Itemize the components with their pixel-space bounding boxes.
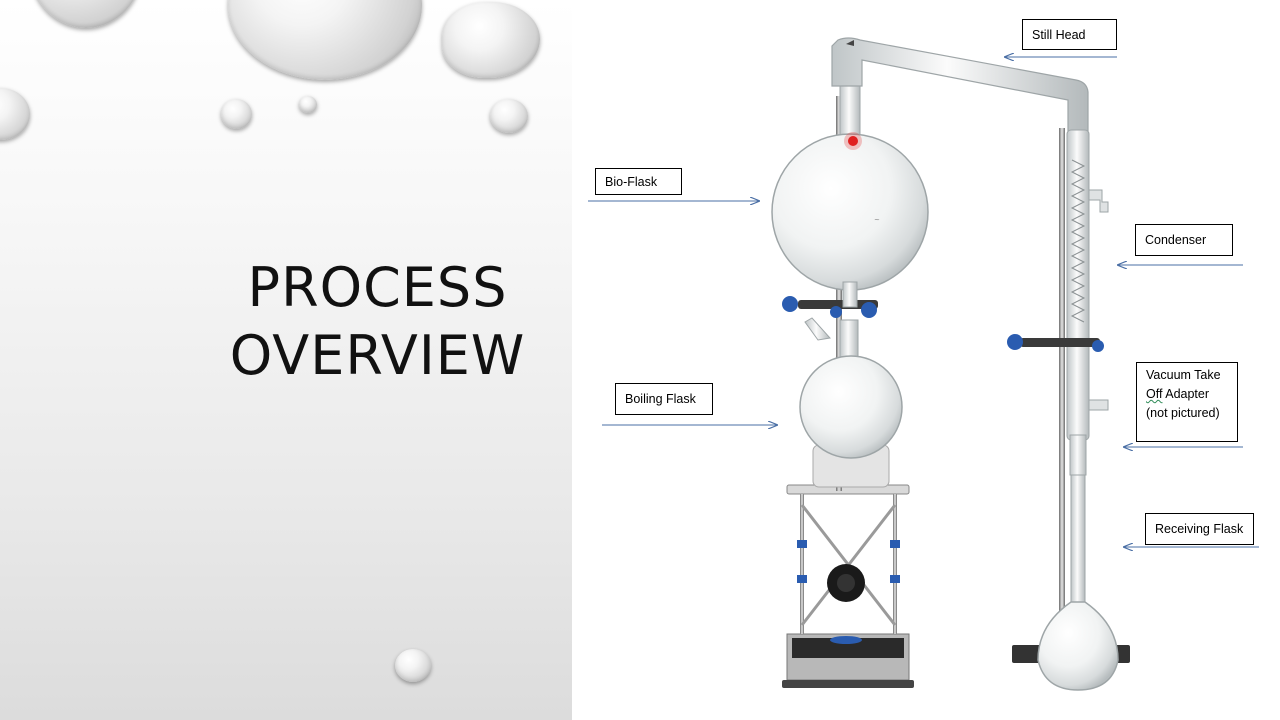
label-text: Still Head (1032, 28, 1086, 42)
svg-text:~: ~ (874, 216, 880, 224)
boiling-flask-label: Boiling Flask (615, 383, 713, 415)
indicator-dot (848, 136, 858, 146)
still-head (831, 37, 1089, 133)
right-support-rod (1059, 128, 1065, 648)
condenser (1066, 129, 1109, 476)
title-line: OVERVIEW (229, 324, 526, 388)
label-text: Vacuum Take (1146, 368, 1221, 382)
water-droplet (30, 0, 142, 28)
still-head-label: Still Head (1022, 19, 1117, 50)
label-text: Receiving Flask (1155, 522, 1244, 536)
left-background-panel: PROCESS OVERVIEW (0, 0, 572, 720)
label-text: Adapter (1162, 387, 1210, 401)
label-text: (not pictured) (1146, 406, 1220, 420)
water-droplet (299, 96, 317, 113)
label-text: Bio-Flask (605, 175, 658, 189)
condenser-label: Condenser (1135, 224, 1233, 256)
water-droplet (228, 0, 422, 80)
bio-flask: ~ (771, 79, 929, 308)
vacuum-take-off-adapter-label: Vacuum Take Off Adapter (not pictured) (1136, 362, 1238, 442)
label-text-line: Off Adapter (1146, 385, 1228, 404)
distillation-apparatus-illustration: ~ (588, 37, 1259, 691)
bio-flask-label: Bio-Flask (595, 168, 682, 195)
flask-clamp (782, 296, 878, 318)
title-line: PROCESS (247, 256, 508, 320)
receiving-flask (1037, 474, 1119, 691)
receiving-flask-label: Receiving Flask (1145, 513, 1254, 545)
condenser-clamp (1007, 334, 1104, 352)
slide-title: PROCESS OVERVIEW (200, 254, 555, 390)
water-droplet (221, 99, 252, 129)
water-droplet (490, 99, 528, 133)
label-text: Off (1146, 387, 1163, 401)
left-support-rod (836, 96, 842, 491)
water-droplet (442, 2, 540, 78)
label-arrows (588, 57, 1259, 547)
label-text: Boiling Flask (625, 392, 696, 406)
label-text: Condenser (1145, 233, 1207, 247)
water-droplet (0, 88, 30, 140)
lab-jack-stand (782, 484, 914, 688)
water-droplet (395, 649, 431, 682)
boiling-flask (799, 317, 903, 459)
